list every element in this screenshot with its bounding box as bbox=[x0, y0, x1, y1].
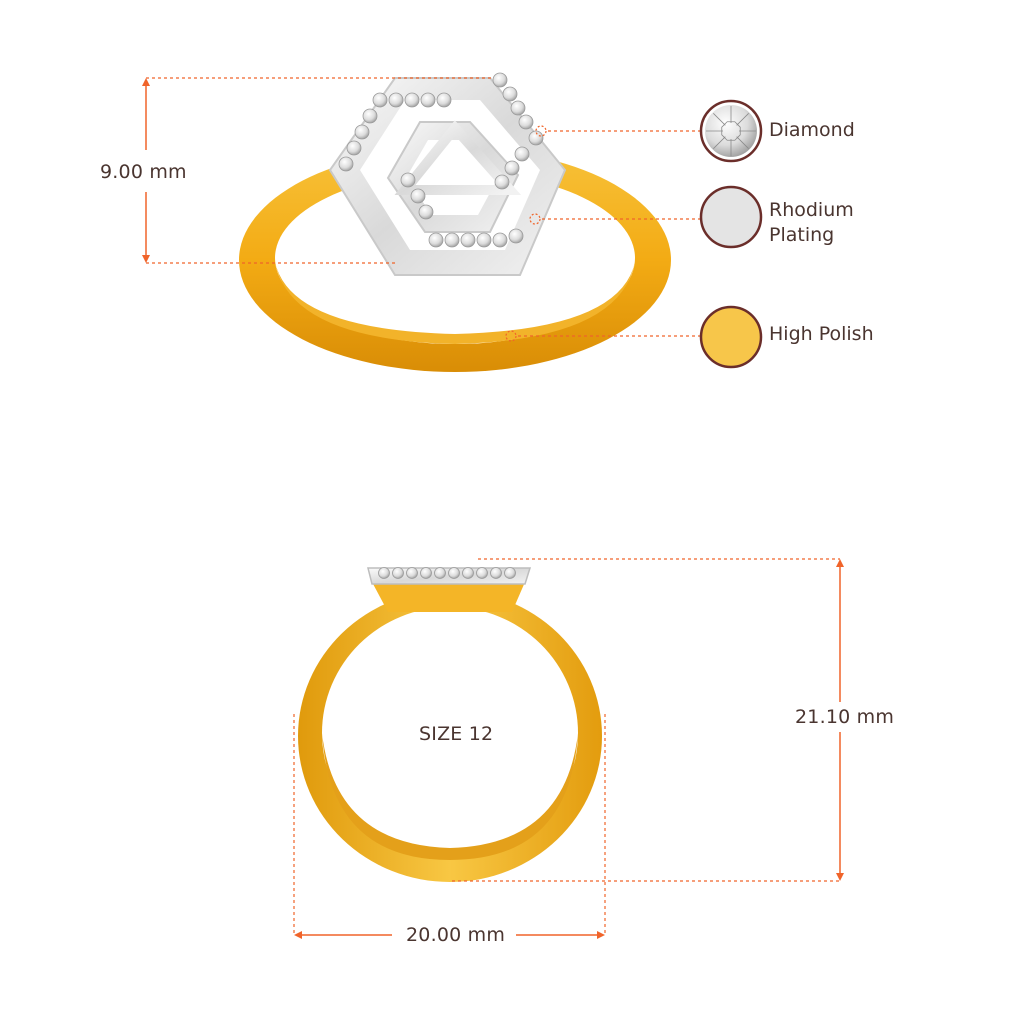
diamond-stone bbox=[354, 124, 370, 140]
facet-line bbox=[736, 113, 749, 126]
front-width-arrowhead-left bbox=[294, 931, 302, 939]
diamond-stone bbox=[400, 172, 416, 188]
diamond-stone bbox=[476, 232, 492, 248]
top-height-arrowhead-up bbox=[142, 78, 150, 86]
front-height-label: 21.10 mm bbox=[795, 706, 895, 728]
diamond-stone bbox=[378, 567, 390, 579]
diamond-stone bbox=[492, 232, 508, 248]
diamond-stone bbox=[338, 156, 354, 172]
ring-top-view bbox=[239, 77, 671, 372]
diamond-swatch-facets bbox=[706, 106, 756, 156]
diamond-stone bbox=[388, 92, 404, 108]
diamond-stone bbox=[420, 92, 436, 108]
legend-diamond-label: Diamond bbox=[769, 119, 855, 141]
diamond-stone bbox=[428, 232, 444, 248]
diamond-stone bbox=[510, 100, 526, 116]
diamond-stone bbox=[460, 232, 476, 248]
diamond-stone bbox=[434, 567, 446, 579]
center-triangle bbox=[394, 120, 522, 195]
diamond-stone bbox=[410, 188, 426, 204]
front-height-arrowhead-down bbox=[836, 873, 844, 881]
ring-size-label: SIZE 12 bbox=[419, 723, 494, 745]
legend-rhodium-line2: Plating bbox=[769, 224, 835, 246]
diamond-stone bbox=[494, 174, 510, 190]
front-head-gold bbox=[372, 582, 525, 612]
top-height-label: 9.00 mm bbox=[100, 161, 187, 183]
diamond-stone bbox=[406, 567, 418, 579]
front-width-label: 20.00 mm bbox=[406, 924, 506, 946]
front-height-arrowhead-up bbox=[836, 559, 844, 567]
diamond-stone bbox=[508, 228, 524, 244]
diamond-stone bbox=[444, 232, 460, 248]
rhodium-leader-dot bbox=[529, 213, 541, 225]
diamond-stone bbox=[490, 567, 502, 579]
diamond-stone bbox=[528, 130, 544, 146]
facet-line bbox=[713, 136, 726, 149]
diamond-stone bbox=[362, 108, 378, 124]
diamond-stone bbox=[518, 114, 534, 130]
diamond-stone bbox=[436, 92, 452, 108]
diamond-stone bbox=[420, 567, 432, 579]
facet-table bbox=[721, 121, 741, 141]
dimension-lines bbox=[142, 77, 844, 939]
diamond-stone bbox=[504, 160, 520, 176]
rhodium-swatch bbox=[699, 185, 763, 249]
front-band-inner bbox=[322, 607, 578, 859]
ring-front-view bbox=[298, 567, 602, 882]
diamond-stone bbox=[448, 567, 460, 579]
diamond-stone bbox=[418, 204, 434, 220]
legend-swatches bbox=[699, 99, 763, 369]
diamond-stone bbox=[514, 146, 530, 162]
polish-leader-dot bbox=[505, 330, 517, 342]
diamond-stone bbox=[462, 567, 474, 579]
diamond-stone bbox=[476, 567, 488, 579]
top-height-arrowhead-down bbox=[142, 255, 150, 263]
polish-swatch bbox=[699, 305, 763, 369]
legend-polish-label: High Polish bbox=[769, 323, 874, 345]
legend-rhodium-line1: Rhodium bbox=[769, 199, 854, 221]
diamond-stone bbox=[492, 72, 508, 88]
diamond-stones-top bbox=[338, 72, 544, 248]
diamond-leader-dot bbox=[535, 125, 547, 137]
diamond-stone bbox=[502, 86, 518, 102]
diamond-stone bbox=[346, 140, 362, 156]
diamond-stone bbox=[392, 567, 404, 579]
diamond-stones-front bbox=[378, 567, 516, 579]
facet-line bbox=[713, 113, 726, 126]
legend-rhodium-label: Rhodium Plating bbox=[769, 198, 854, 248]
front-width-arrowhead-right bbox=[597, 931, 605, 939]
diamond-stone bbox=[504, 567, 516, 579]
diamond-stone bbox=[372, 92, 388, 108]
diamond-stone bbox=[404, 92, 420, 108]
facet-line bbox=[736, 136, 749, 149]
